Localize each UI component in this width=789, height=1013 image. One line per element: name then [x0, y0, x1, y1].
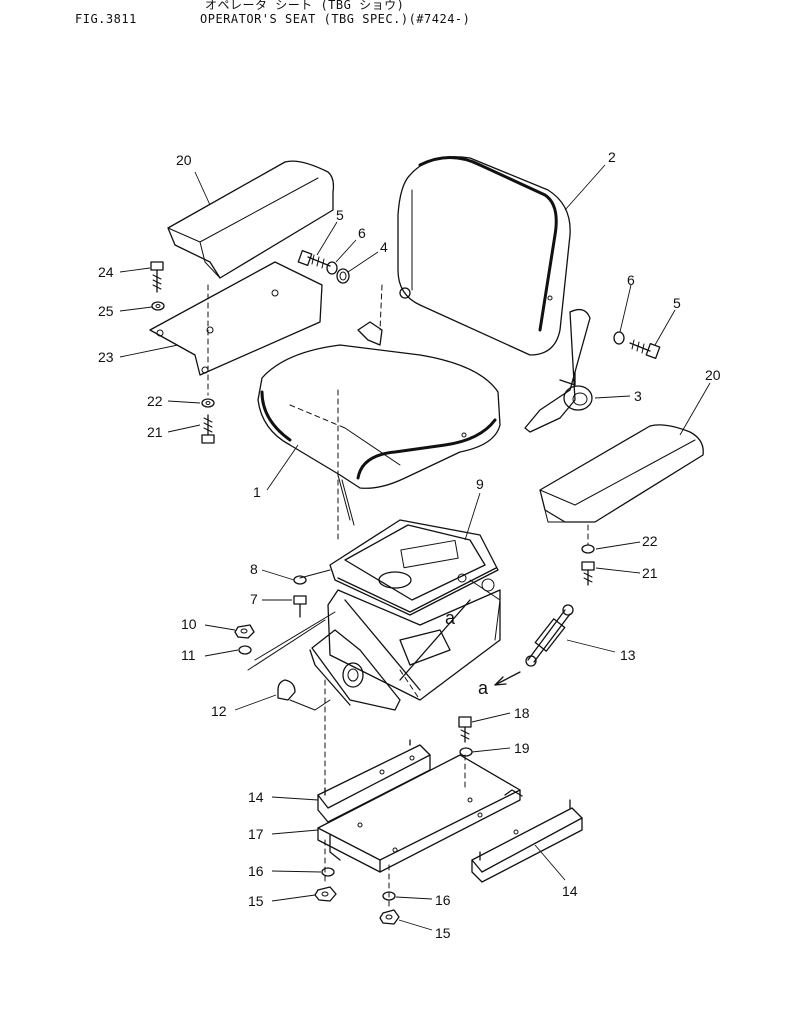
callout-25: 25 — [98, 303, 114, 319]
armrest-left-part — [167, 160, 335, 279]
view-arrow — [494, 671, 521, 686]
damper-part — [525, 604, 574, 667]
callout-15-left: 15 — [248, 893, 264, 909]
callout-6-top: 6 — [358, 225, 366, 241]
callout-6-right: 6 — [627, 272, 635, 288]
callout-12: 12 — [211, 703, 227, 719]
callout-8: 8 — [250, 561, 258, 577]
leader-lines — [119, 164, 711, 931]
callout-21-left: 21 — [147, 424, 163, 440]
bolt-7-part — [293, 595, 307, 618]
view-arrowhead — [494, 676, 507, 686]
armrest-right-part — [539, 424, 704, 523]
assembly-line — [299, 569, 331, 579]
callout-14-right: 14 — [562, 883, 578, 899]
callout-1: 1 — [253, 484, 261, 500]
callout-5-top: 5 — [336, 207, 344, 223]
washer-25-part — [151, 301, 165, 311]
callout-20-left: 20 — [176, 152, 192, 168]
bolt-18-part — [458, 716, 472, 743]
bolt-5-top-part — [297, 250, 331, 269]
slide-rail-left-part — [317, 739, 431, 823]
washer-6-top-part — [326, 261, 338, 275]
washer-16-left-part — [321, 867, 335, 877]
callout-15-right: 15 — [435, 925, 451, 941]
callout-14-left: 14 — [248, 789, 264, 805]
callout-10: 10 — [181, 616, 197, 632]
callout-7: 7 — [250, 591, 258, 607]
backrest-part — [397, 156, 571, 356]
callout-21-right: 21 — [642, 565, 658, 581]
callout-13: 13 — [620, 647, 636, 663]
callout-19: 19 — [514, 740, 530, 756]
armrest-bracket-left-part — [149, 261, 323, 396]
washer-11-part — [238, 645, 252, 655]
bolt-24-part — [150, 261, 164, 293]
bolt-21-right-part — [581, 561, 595, 586]
bolt-21-left-part — [201, 414, 215, 444]
callout-20-right: 20 — [705, 367, 721, 383]
seat-hinge-bracket — [357, 321, 383, 346]
callout-22-right: 22 — [642, 533, 658, 549]
callout-18: 18 — [514, 705, 530, 721]
seat-suspension-part — [309, 519, 501, 711]
assembly-line — [289, 699, 331, 711]
knob-12-part — [277, 679, 296, 701]
bolt-5-right-part — [629, 339, 661, 359]
callout-11: 11 — [181, 647, 196, 663]
japanese-title: オペレータ シート (TBG ショウ) — [205, 0, 405, 12]
mounting-plate-part — [317, 754, 523, 873]
washer-22-left-part — [201, 398, 215, 408]
nut-15-left-part — [314, 886, 337, 902]
washer-6-right-part — [613, 331, 625, 345]
view-label-a-internal: a — [445, 608, 456, 628]
slide-rail-right-part — [471, 799, 583, 883]
callout-2: 2 — [608, 149, 616, 165]
callout-22-left: 22 — [147, 393, 163, 409]
callout-5-right: 5 — [673, 295, 681, 311]
callout-16-left: 16 — [248, 863, 264, 879]
recline-lever-part — [524, 295, 593, 433]
view-label-a: a — [478, 678, 489, 698]
figure-number: FIG.3811 — [75, 12, 137, 26]
callout-3: 3 — [634, 388, 642, 404]
callout-9: 9 — [476, 476, 484, 492]
callout-4: 4 — [380, 239, 388, 255]
diagram-title: OPERATOR'S SEAT (TBG SPEC.)(#7424-) — [200, 12, 471, 26]
callout-24: 24 — [98, 264, 114, 280]
nut-10-part — [234, 624, 255, 639]
assembly-line — [247, 611, 336, 671]
bushing-4-part — [336, 268, 350, 284]
washer-19-part — [459, 747, 473, 757]
centerline — [399, 669, 421, 701]
washer-22-right-part — [581, 544, 595, 554]
seat-cushion-part — [257, 344, 501, 541]
callout-16-right: 16 — [435, 892, 451, 908]
callout-23: 23 — [98, 349, 114, 365]
callout-17: 17 — [248, 826, 264, 842]
nut-15-right-part — [379, 909, 400, 925]
